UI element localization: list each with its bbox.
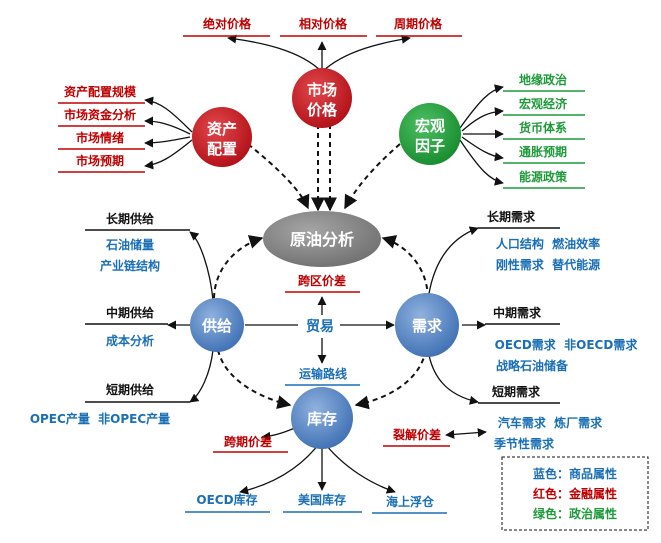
short-demand-line-2: 季节性需求 <box>493 436 555 451</box>
market-price-text-1: 市场 <box>307 81 337 99</box>
trade-labels: 跨区价差 贸易 运输路线 <box>285 273 360 386</box>
macro-factor-text-2: 因子 <box>415 137 445 155</box>
long-supply-line-2: 产业链结构 <box>100 258 160 273</box>
short-demand-title: 短期需求 <box>492 384 541 399</box>
mid-demand-line-2: 战略石油储备 <box>496 358 569 373</box>
intertemporal-spread-label: 跨期价差 <box>224 434 272 449</box>
fund-analysis-label: 市场资金分析 <box>64 107 136 122</box>
monetary-system-label: 货币体系 <box>519 120 567 135</box>
transport-route-label: 运输路线 <box>299 366 347 381</box>
asset-scale-label: 资产配置规模 <box>64 84 137 99</box>
long-supply-line-1: 石油储量 <box>105 237 154 252</box>
trade-label: 贸易 <box>306 318 334 335</box>
cross-region-spread-label: 跨区价差 <box>298 273 346 288</box>
market-price-items: 绝对价格 相对价格 周期价格 <box>183 16 462 37</box>
demand-tiers: 长期需求 人口结构 燃油效率 刚性需求 替代能源 中期需求 OECD需求 非OE… <box>478 209 638 451</box>
mid-supply-line-1: 成本分析 <box>106 333 154 348</box>
asset-allocation-text-2: 配置 <box>207 140 237 158</box>
legend-green: 绿色：政治属性 <box>533 506 617 521</box>
legend-red: 红色：金融属性 <box>533 486 617 501</box>
market-price-node: 市场 价格 <box>292 68 352 128</box>
legend-blue: 蓝色：商品属性 <box>533 466 617 481</box>
crude-oil-analysis-node: 原油分析 <box>263 211 381 267</box>
mid-demand-line-1: OECD需求 非OECD需求 <box>495 337 639 352</box>
market-sentiment-label: 市场情绪 <box>76 130 124 145</box>
long-demand-line-1: 人口结构 燃油效率 <box>496 236 600 251</box>
supply-node: 供给 <box>190 298 244 352</box>
asset-allocation-items: 资产配置规模 市场资金分析 市场情绪 市场预期 <box>58 84 145 173</box>
asset-allocation-text-1: 资产 <box>207 120 237 138</box>
crude-oil-analysis-text: 原油分析 <box>290 230 354 249</box>
macro-economy-label: 宏观经济 <box>519 96 568 111</box>
mid-demand-title: 中期需求 <box>493 305 542 320</box>
market-expectation-label: 市场预期 <box>76 153 124 168</box>
floating-storage-label: 海上浮仓 <box>386 494 435 509</box>
inventory-items: OECD库存 美国库存 海上浮仓 <box>185 492 447 514</box>
relative-price-label: 相对价格 <box>299 16 348 31</box>
inventory-node: 库存 <box>291 387 353 449</box>
us-inventory-label: 美国库存 <box>298 492 346 507</box>
mid-supply-title: 中期供给 <box>106 305 154 320</box>
macro-factor-items: 地缘政治 宏观经济 货币体系 通胀预期 能源政策 <box>503 72 585 189</box>
short-supply-line-1: OPEC产量 非OPEC产量 <box>30 411 170 426</box>
absolute-price-label: 绝对价格 <box>203 16 252 31</box>
supply-tiers: 长期供给 石油储量 产业链结构 中期供给 成本分析 短期供给 OPEC产量 非O… <box>30 211 190 426</box>
geopolitics-label: 地缘政治 <box>519 72 567 87</box>
legend: 蓝色：商品属性 红色：金融属性 绿色：政治属性 <box>501 456 649 531</box>
market-price-text-2: 价格 <box>307 101 338 119</box>
demand-text: 需求 <box>412 317 443 335</box>
short-demand-line-1: 汽车需求 炼厂需求 <box>498 415 603 430</box>
energy-policy-label: 能源政策 <box>519 169 568 184</box>
spread-labels: 跨期价差 裂解价差 <box>213 427 450 453</box>
inflation-expectation-label: 通胀预期 <box>519 144 567 159</box>
macro-factor-node: 宏观 因子 <box>399 103 461 165</box>
dashed-connectors <box>213 124 429 410</box>
asset-allocation-node: 资产 配置 <box>192 107 252 167</box>
long-demand-title: 长期需求 <box>487 209 536 224</box>
crack-spread-label: 裂解价差 <box>392 427 441 442</box>
short-supply-title: 短期供给 <box>106 382 154 397</box>
demand-node: 需求 <box>395 293 459 357</box>
oecd-inventory-label: OECD库存 <box>196 492 257 507</box>
long-demand-line-2: 刚性需求 替代能源 <box>496 257 600 272</box>
connectors <box>144 34 504 495</box>
periodic-price-label: 周期价格 <box>394 16 443 31</box>
supply-text: 供给 <box>201 317 232 335</box>
inventory-text: 库存 <box>307 410 337 428</box>
long-supply-title: 长期供给 <box>106 211 154 226</box>
macro-factor-text-1: 宏观 <box>415 117 445 135</box>
